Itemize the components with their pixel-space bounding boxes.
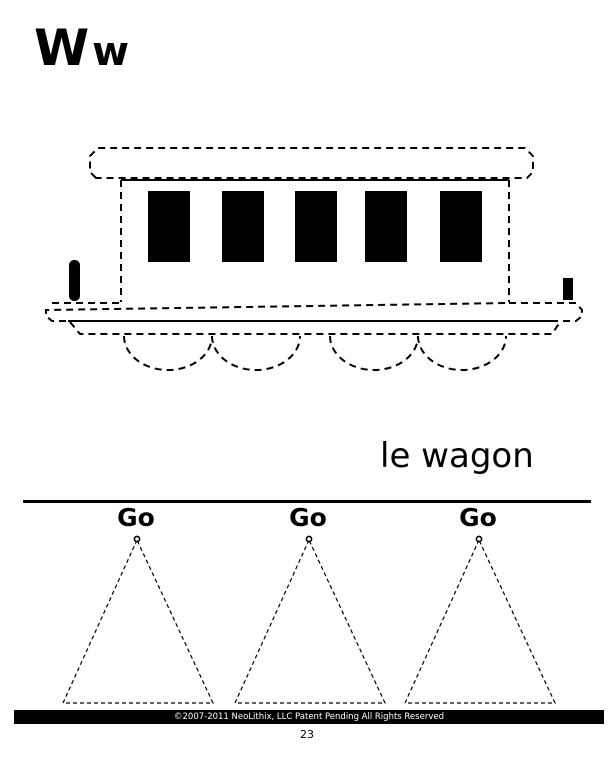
wagon-roof bbox=[89, 147, 534, 179]
wagon-post-right bbox=[563, 278, 573, 300]
start-dot-1 bbox=[133, 535, 141, 543]
go-label-1: Go bbox=[117, 503, 155, 532]
tracing-triangles bbox=[62, 535, 556, 704]
wheel-1 bbox=[123, 335, 213, 371]
triangle-icon bbox=[62, 538, 214, 704]
footer-bar: ©2007-2011 NeoLithix, LLC Patent Pending… bbox=[14, 710, 604, 724]
wagon-post-left bbox=[69, 260, 80, 301]
word-label: le wagon bbox=[380, 436, 534, 476]
wheel-3 bbox=[329, 335, 419, 371]
wagon-icon bbox=[45, 147, 583, 371]
go-label-3: Go bbox=[459, 503, 497, 532]
start-dot-2 bbox=[305, 535, 313, 543]
copyright-text: ©2007-2011 NeoLithix, LLC Patent Pending… bbox=[174, 712, 444, 722]
triangle-icon bbox=[404, 538, 556, 704]
wagon-deck bbox=[45, 302, 583, 322]
wagon-window-5 bbox=[440, 191, 482, 262]
wagon-window-1 bbox=[148, 191, 190, 262]
wagon-window-2 bbox=[222, 191, 264, 262]
uppercase-letter: W bbox=[34, 19, 89, 77]
start-dot-3 bbox=[475, 535, 483, 543]
wagon-underframe bbox=[69, 321, 561, 335]
go-label-2: Go bbox=[289, 503, 327, 532]
page-number: 23 bbox=[300, 728, 314, 741]
wheel-2 bbox=[211, 335, 301, 371]
lowercase-letter: w bbox=[92, 29, 129, 75]
triangle-icon bbox=[234, 538, 386, 704]
wheel-4 bbox=[417, 335, 507, 371]
wagon-window-3 bbox=[295, 191, 337, 262]
baseline-rule bbox=[23, 500, 591, 503]
wagon-window-4 bbox=[365, 191, 407, 262]
